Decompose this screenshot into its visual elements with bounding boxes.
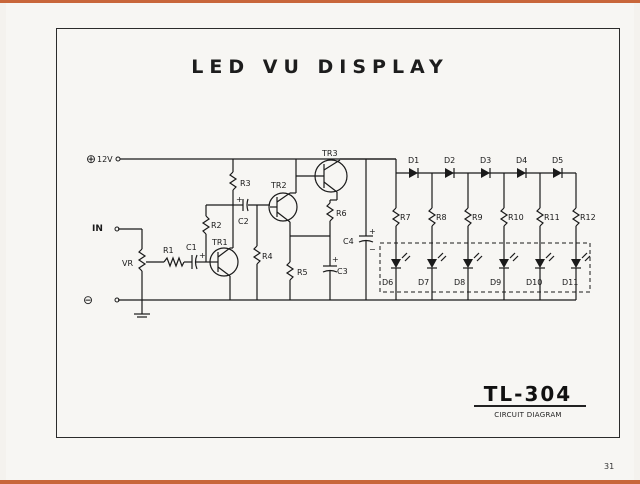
led-ray (545, 252, 552, 259)
resistor-r11 (535, 207, 545, 227)
r4-label: R4 (262, 252, 273, 261)
diode-label-d1: D1 (408, 156, 419, 165)
led-ray (509, 252, 516, 259)
resistor-label-r10: R10 (508, 213, 524, 222)
led-ray (437, 252, 444, 259)
resistor-label-r9: R9 (472, 213, 483, 222)
diode-label-d3: D3 (480, 156, 491, 165)
bottom-accent-bar (0, 480, 640, 484)
supply-plus-symbol: ⊕ (86, 152, 96, 166)
r6-label: R6 (336, 209, 347, 218)
led-label-d11: D11 (562, 278, 578, 287)
diode-label-d2: D2 (444, 156, 455, 165)
resistor-r12 (571, 207, 581, 227)
resistor-label-r8: R8 (436, 213, 447, 222)
led-ray (512, 255, 519, 262)
diagram-frame (56, 28, 620, 438)
diode-d4 (517, 168, 526, 178)
input-label: IN (92, 224, 103, 234)
led-ray (401, 252, 408, 259)
supply-label: 12V (97, 155, 113, 164)
tr2-label: TR2 (270, 181, 287, 190)
c1-plus: + (199, 251, 206, 260)
c4-minus: − (369, 245, 376, 254)
top-accent-bar (0, 0, 640, 3)
diagram-title: LED VU DISPLAY (191, 56, 449, 78)
supply-terminal (115, 156, 121, 162)
page-number: 31 (604, 462, 615, 471)
led-ray (584, 255, 591, 262)
led-ray (581, 252, 588, 259)
resistor-r10 (499, 207, 509, 227)
led-d6 (391, 259, 401, 268)
diode-label-d4: D4 (516, 156, 527, 165)
resistor-label-r11: R11 (544, 213, 560, 222)
led-label-d6: D6 (382, 278, 393, 287)
r2-label: R2 (211, 221, 222, 230)
c2-label: C2 (238, 217, 249, 226)
led-d7 (427, 259, 437, 268)
diode-d5 (553, 168, 562, 178)
resistor-r9 (463, 207, 473, 227)
model-underline (474, 405, 586, 407)
led-label-d8: D8 (454, 278, 465, 287)
c1-label: C1 (186, 243, 197, 252)
c4-plus: + (369, 227, 376, 236)
component-labels: ⊕ 12V IN ⊖ VR R1 C1 R2 TR1 R3 C2 R4 TR2 … (83, 149, 376, 307)
circuit-wires (118, 158, 591, 318)
led-label-d7: D7 (418, 278, 429, 287)
tr3-label: TR3 (321, 149, 338, 158)
led-ray (473, 252, 480, 259)
led-ray (440, 255, 447, 262)
scanned-page (6, 3, 634, 480)
input-terminal (114, 226, 120, 232)
diode-label-d5: D5 (552, 156, 563, 165)
resistor-r7 (391, 207, 401, 227)
resistor-label-r7: R7 (400, 213, 411, 222)
resistor-r8 (427, 207, 437, 227)
c2-plus: + (236, 195, 243, 204)
ground-terminal (114, 297, 120, 303)
led-d9 (499, 259, 509, 268)
r5-label: R5 (297, 268, 308, 277)
led-d11 (571, 259, 581, 268)
c3-plus: + (332, 255, 339, 264)
model-number: TL-304 (483, 382, 573, 406)
led-ray (404, 255, 411, 262)
led-label-d10: D10 (526, 278, 542, 287)
led-ray (476, 255, 483, 262)
led-label-d9: D9 (490, 278, 501, 287)
diode-d3 (481, 168, 490, 178)
diagram-subtitle: CIRCUIT DIAGRAM (494, 411, 562, 419)
resistor-label-r12: R12 (580, 213, 596, 222)
r1-label: R1 (163, 246, 174, 255)
diode-d2 (445, 168, 454, 178)
led-ray (548, 255, 555, 262)
vr-label: VR (122, 259, 133, 268)
led-d8 (463, 259, 473, 268)
ground-symbol: ⊖ (83, 293, 93, 307)
tr1-label: TR1 (211, 238, 228, 247)
r3-label: R3 (240, 179, 251, 188)
c3-label: C3 (337, 267, 348, 276)
led-d10 (535, 259, 545, 268)
c4-label: C4 (343, 237, 354, 246)
diode-d1 (409, 168, 418, 178)
